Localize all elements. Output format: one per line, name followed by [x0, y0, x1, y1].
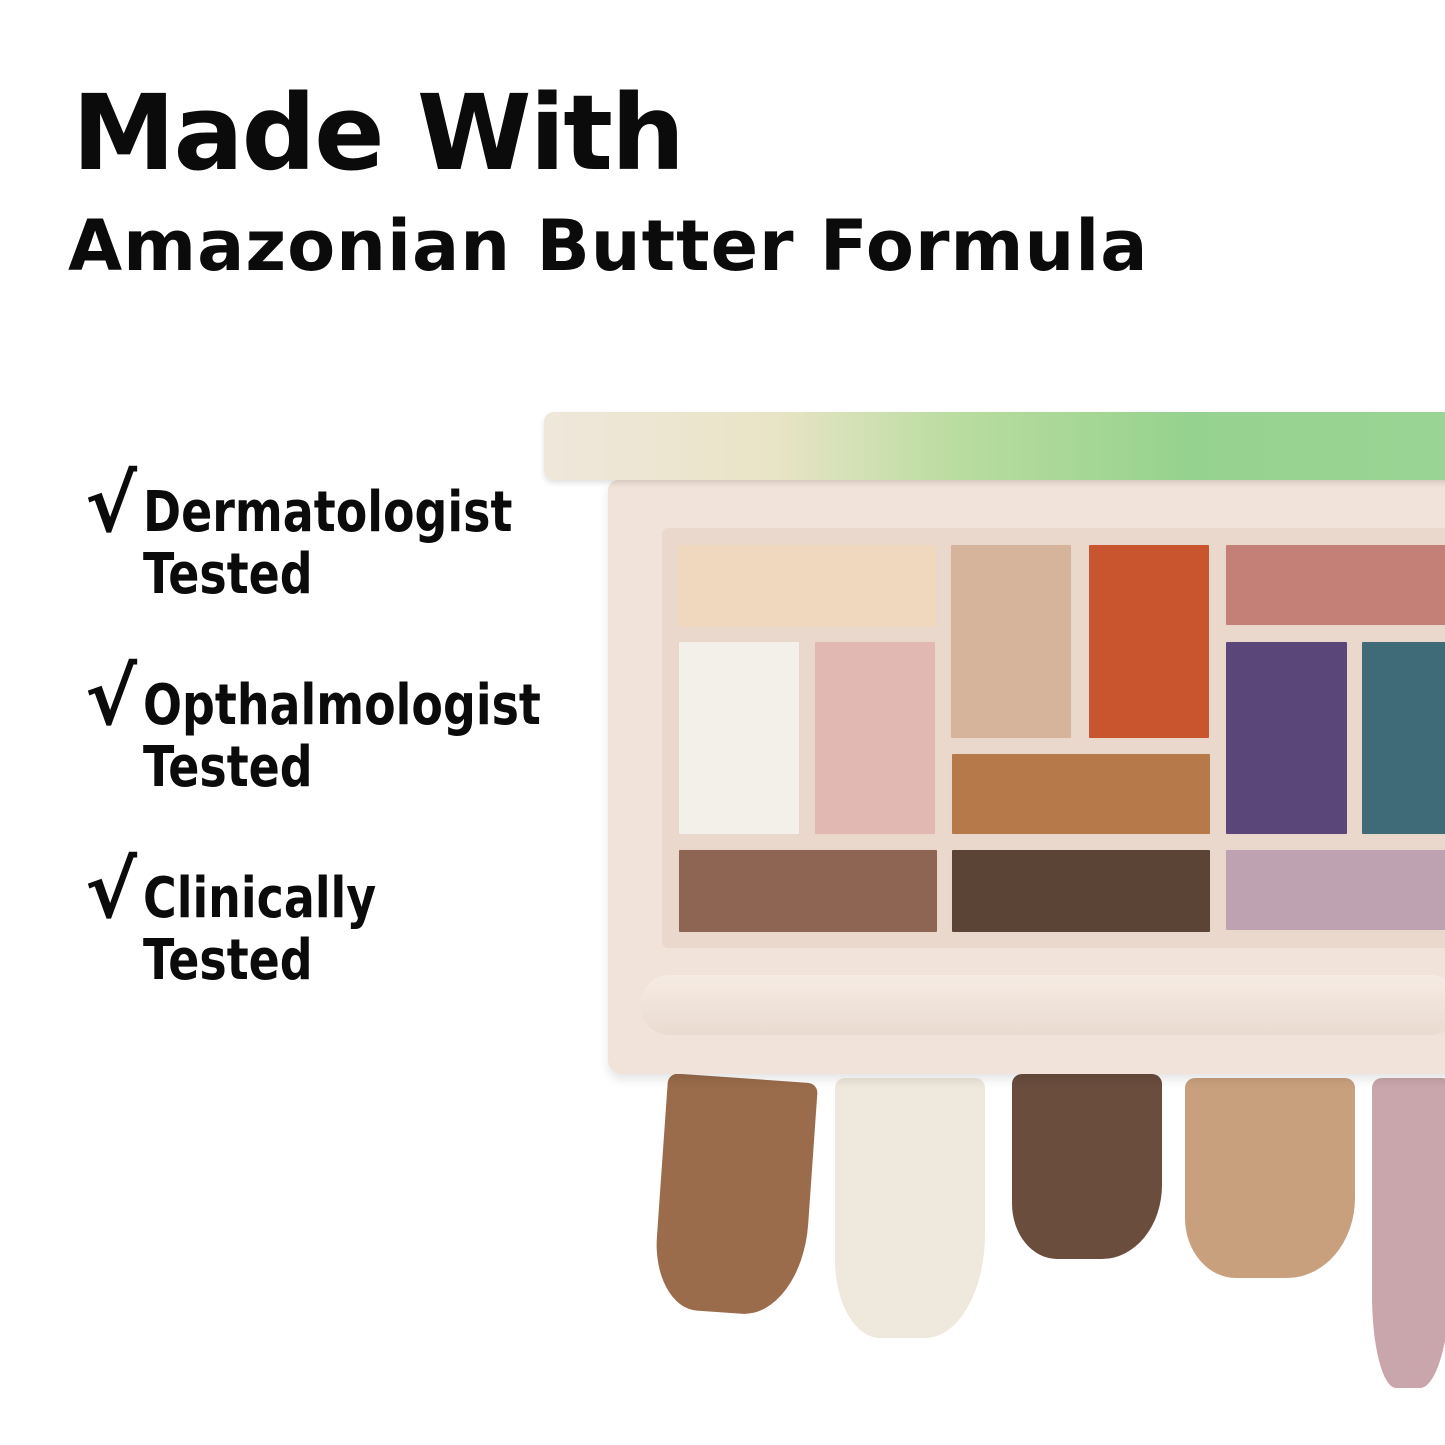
claim-line: Clinically	[143, 866, 377, 931]
palette-tray	[662, 528, 1445, 948]
swatch	[1012, 1074, 1162, 1259]
headline-subtitle: Amazonian Butter Formula	[68, 205, 1149, 287]
palette-ridge	[640, 975, 1445, 1035]
palette-lid	[544, 412, 1445, 480]
claim-line: Tested	[143, 542, 313, 607]
headline-title: Made With	[72, 72, 685, 194]
eyeshadow-pan	[949, 543, 1073, 740]
eyeshadow-pan	[1360, 640, 1445, 836]
eyeshadow-pan	[1224, 640, 1349, 836]
eyeshadow-pan	[813, 640, 937, 836]
checkmark-icon: √	[85, 653, 138, 743]
claim-line: Tested	[143, 735, 313, 800]
claim-line: Opthalmologist	[143, 673, 541, 738]
claim-line: Dermatologist	[143, 480, 513, 545]
eyeshadow-pan	[677, 848, 939, 934]
eyeshadow-pan	[950, 848, 1212, 934]
eyeshadow-pan	[1224, 543, 1445, 627]
eyeshadow-pan	[677, 640, 801, 836]
checkmark-icon: √	[85, 846, 138, 936]
checkmark-icon: √	[85, 460, 138, 550]
claim-line: Tested	[143, 928, 313, 993]
eyeshadow-pan	[1224, 848, 1445, 932]
swatch	[1372, 1078, 1445, 1388]
eyeshadow-pan	[950, 752, 1212, 836]
swatch	[835, 1078, 985, 1338]
eyeshadow-pan	[1087, 543, 1211, 740]
eyeshadow-pan	[676, 543, 938, 629]
swatch	[651, 1073, 819, 1318]
swatch	[1185, 1078, 1355, 1278]
